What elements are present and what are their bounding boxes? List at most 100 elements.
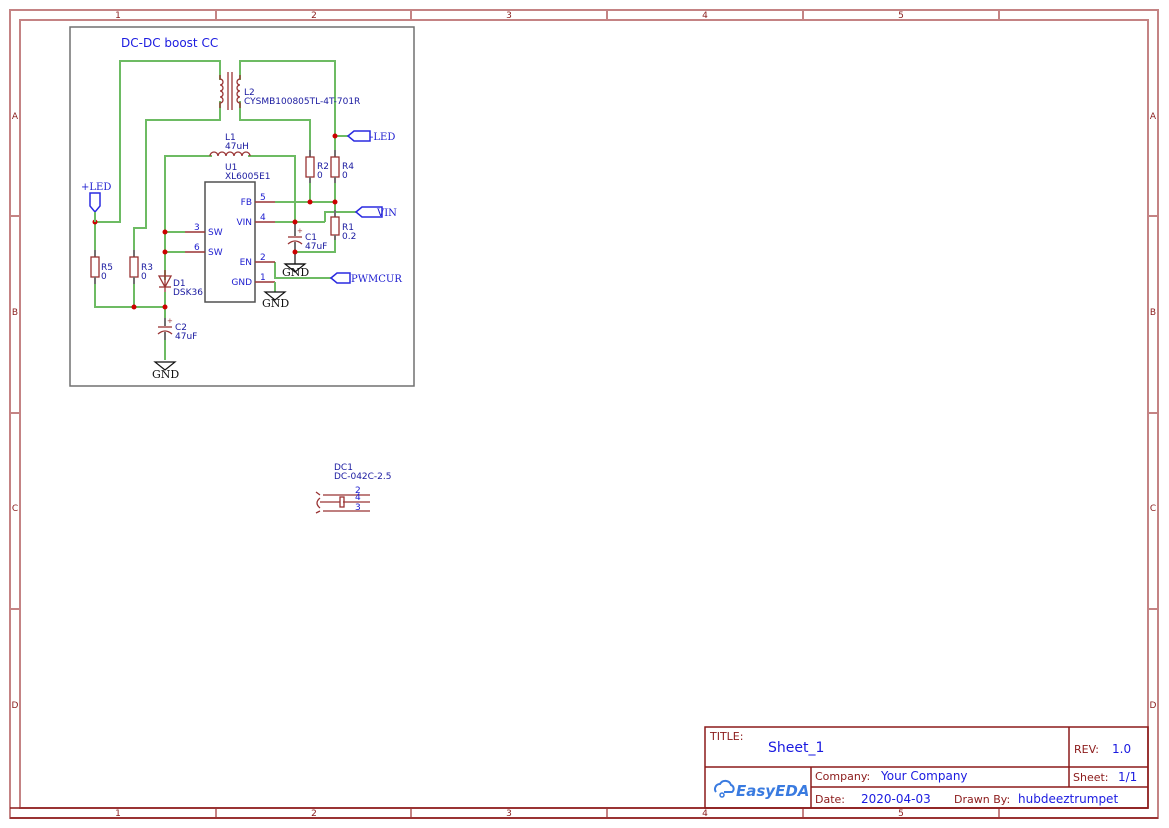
col-label-bottom: 5 (898, 809, 904, 819)
date-value: 2020-04-03 (861, 792, 931, 806)
resistor-r4[interactable]: R4 0 (330, 150, 354, 183)
r2-value: 0 (317, 171, 323, 181)
col-label-top: 2 (311, 11, 317, 21)
col-label-top: 1 (115, 11, 121, 21)
svg-text:+: + (167, 317, 173, 325)
pin-name: FB (241, 198, 252, 208)
outer-border (9, 9, 1159, 819)
pin-name: EN (240, 258, 252, 268)
logo-text: EasyEDA (736, 782, 809, 800)
sheet-value: 1/1 (1118, 770, 1137, 784)
pin-name: SW (208, 228, 223, 238)
company-value: Your Company (880, 769, 968, 783)
gnd-label: GND (262, 297, 289, 310)
wires (94, 60, 360, 360)
r5-ref: R5 (101, 263, 113, 273)
r3-value: 0 (141, 272, 147, 282)
pin-name: GND (231, 278, 252, 288)
row-label-left: C (12, 504, 18, 514)
r3-ref: R3 (141, 263, 153, 273)
port-label: +LED (81, 182, 111, 193)
pin-number: 4 (260, 213, 266, 223)
pin-number: 1 (260, 273, 266, 283)
company-label: Company: (815, 770, 870, 783)
date-label: Date: (815, 793, 845, 806)
gnd-label: GND (282, 266, 309, 279)
pin-name: VIN (236, 218, 252, 228)
d1-ref: D1 (173, 279, 186, 289)
row-label-right: D (1150, 701, 1157, 711)
drawn-by-value: hubdeeztrumpet (1018, 792, 1118, 806)
inductor-l1[interactable]: L1 47uH (209, 133, 251, 157)
inner-border (19, 19, 1149, 809)
col-label-bottom: 4 (702, 809, 708, 819)
pin-number: 5 (260, 193, 266, 203)
l2-value: CYSMB100805TL-4T-701R (244, 97, 360, 107)
net-port-led-plus[interactable]: +LED (81, 182, 111, 214)
easyeda-logo: EasyEDA (714, 779, 809, 800)
sheet-label: Sheet: (1073, 771, 1109, 784)
pin-number: 3 (355, 503, 361, 513)
r4-value: 0 (342, 171, 348, 181)
r5-value: 0 (101, 272, 107, 282)
drawn-by-label: Drawn By: (954, 793, 1010, 806)
c1-value: 47uF (305, 242, 327, 252)
circuit-group-box (69, 26, 415, 387)
c2-ref: C2 (175, 323, 187, 333)
net-port-pwmcur[interactable]: PWMCUR (329, 272, 402, 285)
resistor-r3[interactable]: R3 0 (129, 250, 153, 284)
diode-d1[interactable]: D1 DSK36 (157, 270, 203, 298)
u1-value: XL6005E1 (225, 172, 271, 182)
gnd-symbol: GND (152, 361, 179, 381)
resistor-r2[interactable]: R2 0 (305, 150, 329, 183)
pin-number: 2 (355, 486, 361, 496)
u1-ref: U1 (225, 163, 237, 173)
pin-number: 3 (194, 223, 200, 233)
gnd-label: GND (152, 368, 179, 381)
col-label-bottom: 2 (311, 809, 317, 819)
capacitor-c2[interactable]: + C2 47uF (157, 317, 197, 342)
col-label-top: 3 (506, 11, 512, 21)
dc1-ref: DC1 (334, 463, 353, 473)
pin-number: 2 (260, 253, 266, 263)
title-label: TITLE: (709, 730, 743, 743)
transformer-l2[interactable]: L2 CYSMB100805TL-4T-701R (219, 72, 360, 110)
net-port-vin[interactable]: VIN (354, 206, 397, 219)
ic-u1[interactable]: U1 XL6005E1 3 SW 6 SW 5 FB 4 VIN 2 EN 1 … (185, 163, 275, 303)
gnd-symbol: GND (262, 282, 289, 310)
col-label-bottom: 3 (506, 809, 512, 819)
l2-ref: L2 (244, 88, 255, 98)
d1-value: DSK36 (173, 288, 203, 298)
port-label: -LED (370, 132, 395, 143)
r2-ref: R2 (317, 162, 329, 172)
pin-number: 6 (194, 243, 200, 253)
pin-number: 4 (355, 493, 361, 503)
port-label: PWMCUR (351, 274, 402, 285)
row-label-right: C (1150, 504, 1156, 514)
row-label-right: B (1150, 308, 1156, 318)
resistor-r5[interactable]: R5 0 (90, 250, 113, 284)
gnd-symbol: GND (282, 263, 309, 279)
sheet-frame: 1 2 3 4 5 1 2 3 4 5 A B C D A B C D (9, 9, 1159, 819)
row-label-left: A (12, 112, 19, 122)
capacitor-c1[interactable]: + C1 47uF (287, 222, 327, 264)
r1-ref: R1 (342, 223, 354, 233)
r1-value: 0.2 (342, 232, 356, 242)
row-label-right: A (1150, 112, 1157, 122)
u1-body (204, 181, 256, 303)
c1-ref: C1 (305, 233, 317, 243)
cloud-icon (714, 779, 735, 793)
resistor-r1[interactable]: R1 0.2 (330, 210, 356, 242)
l1-ref: L1 (225, 133, 236, 143)
connector-dc1[interactable]: DC1 DC-042C-2.5 2 4 3 (315, 463, 392, 514)
col-label-bottom: 1 (115, 809, 121, 819)
title-block: TITLE: Sheet_1 REV: 1.0 Company: Your Co… (704, 726, 1149, 809)
rev-label: REV: (1074, 743, 1099, 756)
group-title: DC-DC boost CC (121, 36, 218, 50)
col-label-top: 5 (898, 11, 904, 21)
pin-name: SW (208, 248, 223, 258)
net-port-led-minus[interactable]: -LED (346, 130, 395, 143)
r4-ref: R4 (342, 162, 354, 172)
port-label: VIN (376, 208, 397, 219)
